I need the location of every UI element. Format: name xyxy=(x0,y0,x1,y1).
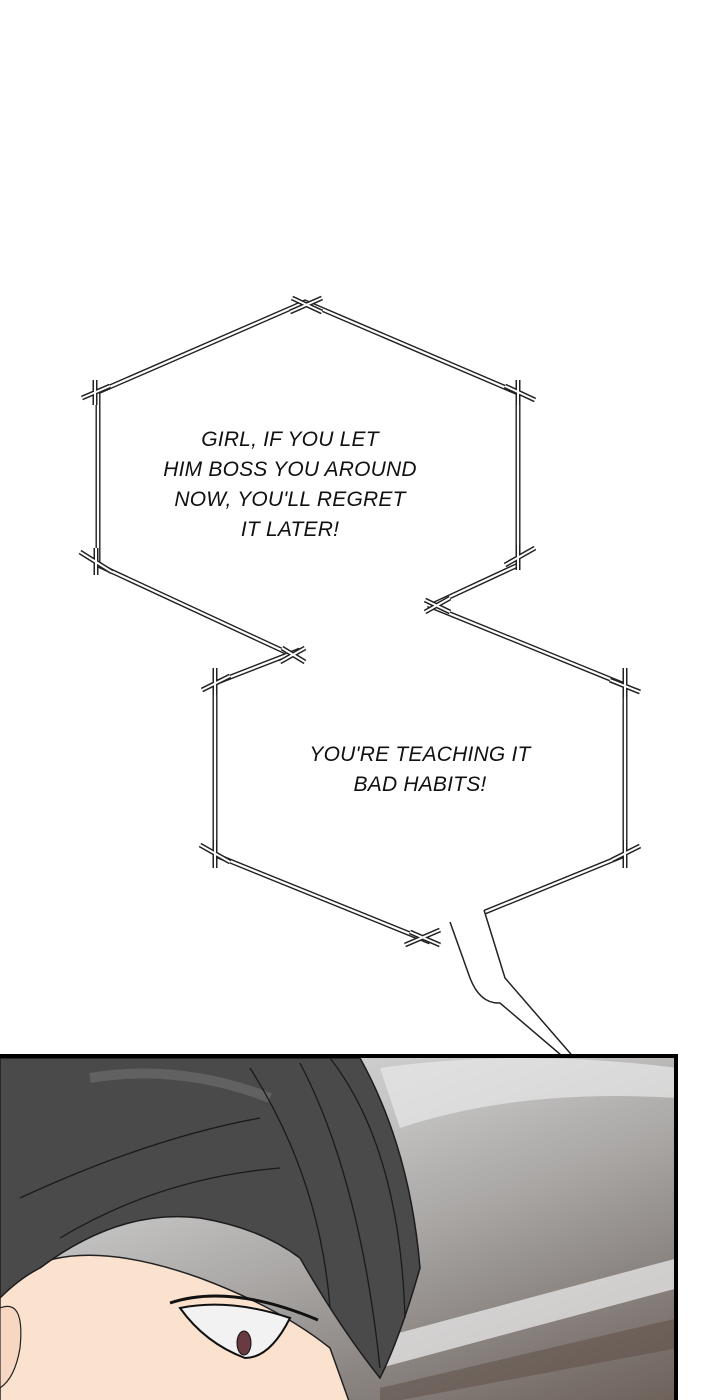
bubble-2-text: YOU'RE TEACHING IT BAD HABITS! xyxy=(309,743,531,796)
character-illustration xyxy=(0,1058,674,1400)
bubble-1-text: GIRL, IF YOU LET HIM BOSS YOU AROUND NOW… xyxy=(163,428,417,541)
speech-bubbles xyxy=(78,295,642,1091)
comic-panel-character-closeup xyxy=(0,1054,678,1400)
